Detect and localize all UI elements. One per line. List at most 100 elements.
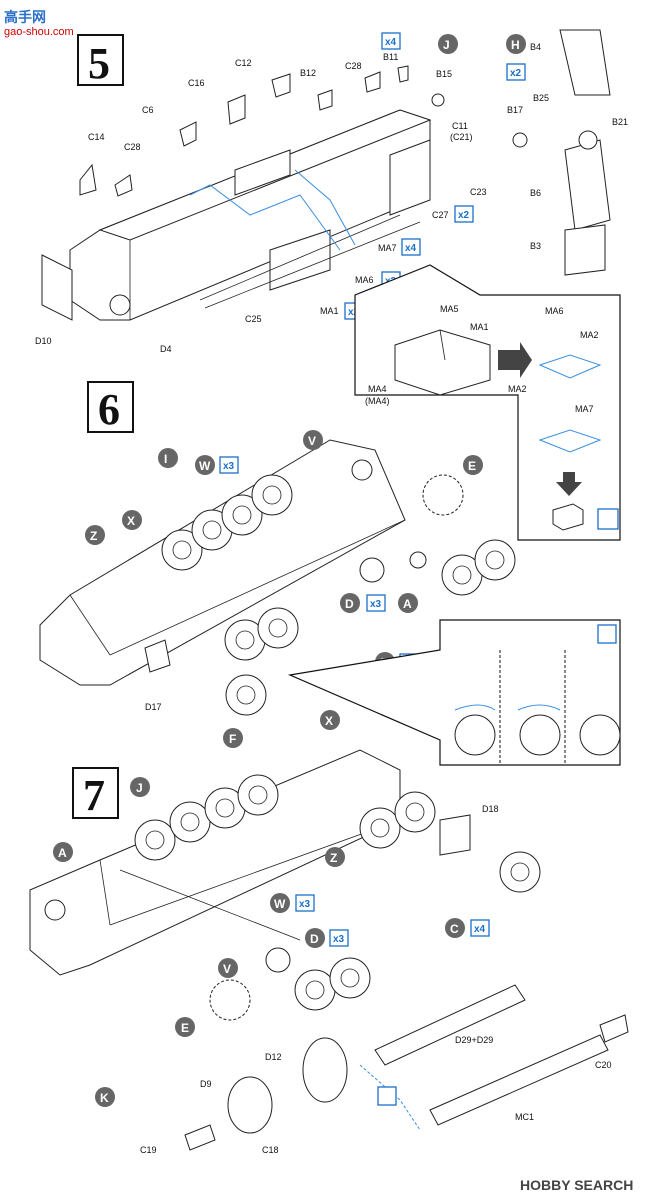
road-wheels-step7 <box>44 774 541 1021</box>
svg-text:MA5: MA5 <box>440 304 459 314</box>
label-ma6: MA6 <box>355 275 374 285</box>
svg-text:Z: Z <box>330 851 337 865</box>
label-c16: C16 <box>188 78 205 88</box>
label-d17: D17 <box>145 702 162 712</box>
label-mc1: MC1 <box>515 1112 534 1122</box>
step6-number: 6 <box>98 385 120 434</box>
watermark-url: gao-shou.com <box>4 26 74 38</box>
svg-text:V: V <box>223 962 231 976</box>
svg-text:I: I <box>164 452 167 466</box>
svg-text:x4: x4 <box>405 243 417 254</box>
svg-text:V: V <box>308 434 316 448</box>
svg-text:J: J <box>136 781 143 795</box>
label-b21: B21 <box>612 117 628 127</box>
step6-inset <box>454 624 621 765</box>
svg-text:MA2: MA2 <box>580 330 599 340</box>
svg-text:F: F <box>229 732 236 746</box>
svg-text:MA6: MA6 <box>545 306 564 316</box>
step5-inset: MA5 MA1 MA6 MA2 MA4 (MA4) MA2 MA7 <box>365 304 619 531</box>
label-ma7: MA7 <box>378 243 397 253</box>
svg-text:x2: x2 <box>510 68 522 79</box>
step7-circles: J X A Z W D C V E K <box>53 710 465 1107</box>
svg-text:X: X <box>325 714 333 728</box>
svg-text:MA7: MA7 <box>575 404 594 414</box>
label-d4: D4 <box>160 344 172 354</box>
svg-text:x3: x3 <box>299 899 311 910</box>
label-c21: (C21) <box>450 132 473 142</box>
step7-multipliers: x3 x3 x4 <box>295 894 490 947</box>
label-b12: B12 <box>300 68 316 78</box>
step5-inset-frame <box>354 264 621 541</box>
label-ma1: MA1 <box>320 306 339 316</box>
svg-text:W: W <box>199 459 211 473</box>
svg-text:x4: x4 <box>474 924 486 935</box>
step5-box <box>77 34 124 86</box>
step5-number: 5 <box>88 39 110 88</box>
footer-brand: HOBBY SEARCH <box>520 1177 633 1193</box>
label-d9: D9 <box>200 1079 212 1089</box>
svg-text:x3: x3 <box>223 461 235 472</box>
label-b6: B6 <box>530 188 541 198</box>
label-c12: C12 <box>235 58 252 68</box>
label-c28: C28 <box>124 142 141 152</box>
label-c11: C11 <box>452 121 468 131</box>
blue-guide-step5 <box>189 184 341 251</box>
step7-labels: D18 D12 D29+D29 D9 C20 MC1 C19 C18 <box>140 804 612 1155</box>
label-b17: B17 <box>507 105 523 115</box>
svg-text:D: D <box>345 597 354 611</box>
label-b11: B11 <box>383 52 398 62</box>
label-c23: C23 <box>470 187 487 197</box>
svg-text:x3: x3 <box>333 934 345 945</box>
step5-circle-h <box>506 34 526 54</box>
svg-text:A: A <box>403 597 412 611</box>
svg-text:C: C <box>450 922 459 936</box>
watermark-logo: 高手网 <box>4 9 46 25</box>
svg-text:D: D <box>310 932 319 946</box>
step5-circle-h-label: H <box>511 38 520 52</box>
label-c6: C6 <box>142 105 154 115</box>
svg-text:(MA4): (MA4) <box>365 396 390 406</box>
label-b3: B3 <box>530 241 541 251</box>
label-c20: C20 <box>595 1060 612 1070</box>
svg-text:K: K <box>100 1091 109 1105</box>
part-d10 <box>41 254 73 321</box>
label-c14: C14 <box>88 132 105 142</box>
step6-inset-frame <box>287 619 621 766</box>
svg-text:x2: x2 <box>348 307 360 318</box>
svg-text:E: E <box>181 1021 189 1035</box>
step7-box <box>72 767 119 819</box>
label-c19: C19 <box>140 1145 157 1155</box>
label-c18: C18 <box>262 1145 279 1155</box>
label-d12: D12 <box>265 1052 282 1062</box>
step7-number: 7 <box>83 771 105 820</box>
gun-assembly-drawing <box>184 984 629 1151</box>
label-d29: D29+D29 <box>455 1035 493 1045</box>
svg-text:x2: x2 <box>458 210 470 221</box>
svg-text:MA2: MA2 <box>508 384 527 394</box>
svg-text:MA4: MA4 <box>368 384 387 394</box>
svg-text:Z: Z <box>90 529 97 543</box>
svg-text:MA1: MA1 <box>470 322 489 332</box>
svg-text:W: W <box>274 897 286 911</box>
svg-text:X: X <box>127 514 135 528</box>
step5-circle-j-label: J <box>443 38 450 52</box>
label-d18: D18 <box>482 804 499 814</box>
step5-small-parts <box>79 29 611 276</box>
label-c25: C25 <box>245 314 262 324</box>
step5-circle-j <box>438 34 458 54</box>
svg-text:E: E <box>468 459 476 473</box>
label-d10: D10 <box>35 336 52 346</box>
hull-lower-drawing-step6 <box>39 439 406 686</box>
label-b25: B25 <box>533 93 549 103</box>
label-b15: B15 <box>436 69 452 79</box>
svg-text:x4: x4 <box>385 37 397 48</box>
road-wheels-step6 <box>144 459 516 716</box>
label-c28b: C28 <box>345 61 362 71</box>
label-c27: C27 <box>432 210 449 220</box>
blue-guide-step5b <box>294 169 356 246</box>
step6-box <box>87 381 134 433</box>
label-b4: B4 <box>530 42 541 52</box>
svg-text:x3: x3 <box>370 599 382 610</box>
svg-text:A: A <box>58 846 67 860</box>
